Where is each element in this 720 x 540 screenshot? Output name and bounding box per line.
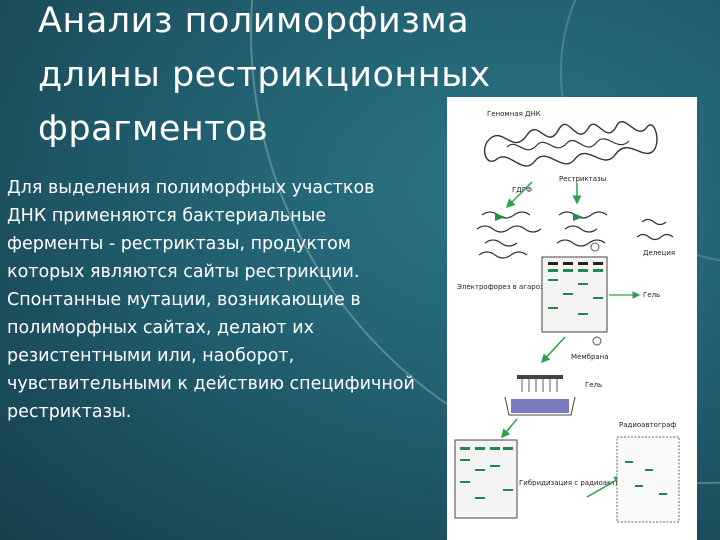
autoradiograph-bands — [625, 461, 667, 495]
label-restrictases: Рестриктазы — [559, 175, 606, 183]
label-rflp: ГДРФ — [512, 186, 532, 194]
genomic-dna-coil-inner — [506, 138, 630, 151]
gel-bands — [548, 269, 603, 315]
label-membrane: Мембрана — [571, 353, 609, 361]
arrow-autoradiograph — [586, 476, 624, 498]
gel-box — [541, 256, 608, 333]
blot-tray — [504, 396, 576, 416]
gel-wells — [548, 262, 603, 265]
dna-fragments-right — [556, 211, 674, 247]
blot-buffer — [511, 399, 569, 413]
slide-title: Анализ полиморфизма длины рестрикционных… — [38, 1, 491, 149]
hybridized-membrane — [454, 439, 518, 519]
deletion-marker — [590, 242, 600, 252]
arrow-restriction-left — [505, 181, 533, 209]
slide-body-text: Для выделения полиморфных участков ДНК п… — [7, 178, 415, 422]
membrane-layer — [517, 375, 563, 379]
label-deletion: Делеция — [643, 249, 675, 257]
label-electrophoresis: Электрофорез в агарозном геле — [457, 283, 577, 291]
fragment-highlight-right — [573, 213, 583, 221]
genomic-dna-coil — [483, 121, 658, 167]
dna-fragments-left — [476, 211, 542, 259]
rflp-diagram: Геномная ДНК Рестриктазы ГДРФ — [447, 97, 697, 540]
fragment-highlight-left — [495, 213, 505, 221]
gel-polarity-marker — [592, 336, 602, 346]
label-radioautograph: Радиоавтограф — [619, 421, 676, 429]
blot-arrows — [521, 377, 558, 392]
label-gel: Гель — [643, 291, 660, 299]
arrow-hybridization — [501, 418, 518, 439]
label-hybridization: Гибридизация с радиоактивным зондом — [519, 479, 669, 487]
label-genomic-dna: Геномная ДНК — [487, 110, 541, 118]
autoradiograph-film — [616, 436, 680, 523]
rflp-diagram-svg: Геномная ДНК Рестриктазы ГДРФ — [454, 110, 680, 523]
arrow-transfer — [540, 336, 566, 364]
hybridized-bands — [460, 447, 513, 499]
label-gel-transfer: Гель — [585, 381, 602, 389]
